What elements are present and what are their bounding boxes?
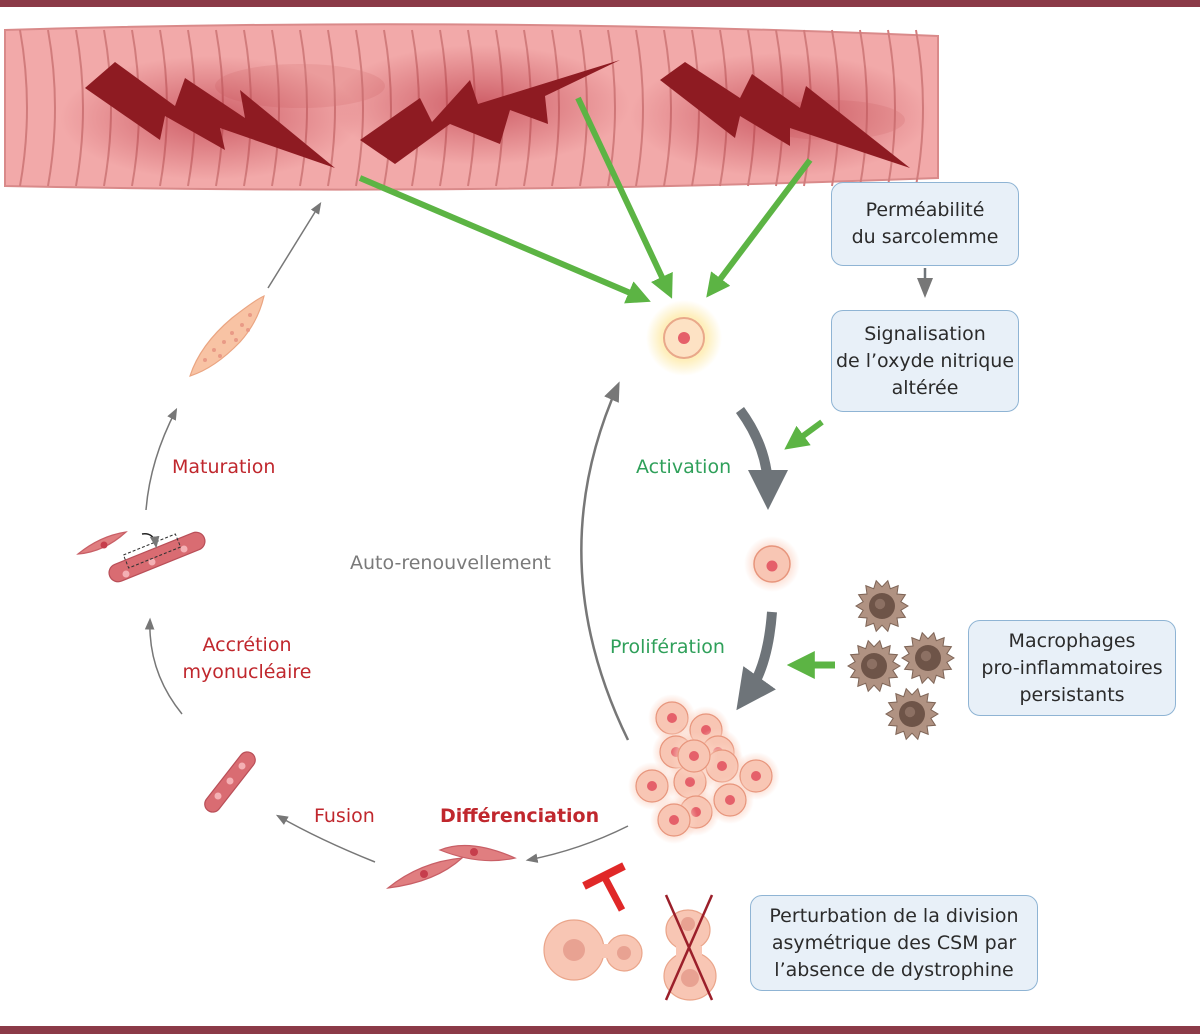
asymmetric-division-cell [543,919,643,981]
box-line: l’absence de dystrophine [774,958,1014,981]
green-arrow-damage-right [706,158,813,298]
quiescent-satellite-cell [646,300,722,376]
top-frame-rule [0,0,1200,7]
sarcolemma-damage-left [60,56,360,180]
macrophage [855,579,909,633]
regeneration-to-fiber-arrow [267,201,322,289]
myonuclear-accretion-myofiber [76,531,206,583]
box-line: Signalisation [864,322,986,345]
fiber-speckle [240,323,244,327]
macrophage [901,631,955,685]
fiber-speckle [212,348,216,352]
proliferating-cell [628,762,676,810]
maturation-arrow [145,407,178,511]
fiber-speckle [246,328,250,332]
fiber-striation [19,29,28,187]
proliferating-cell [706,776,754,824]
box-sarcolemma-permeability: Perméabilité du sarcolemme [831,182,1019,266]
proliferation-arrow [736,611,777,711]
inhibition-symbol [582,862,626,912]
green-arrow-damage-left [358,175,651,304]
green-arrow-nitric-oxide [784,419,824,450]
fiber-speckle [203,358,207,362]
activation-arrow [735,407,788,510]
box-line: Macrophages [1008,629,1136,652]
cross-out-icon [664,894,714,1001]
fiber-speckle [222,340,226,344]
label-differentiation: Différenciation [440,805,600,827]
box-line: du sarcolemme [851,226,999,248]
fiber-speckle [234,338,238,342]
sarcolemma-damage-right [630,53,930,177]
accretion-arrow [144,617,183,715]
box-line: asymétrique des CSM par [771,931,1017,954]
box-line: Perturbation de la division [769,904,1019,927]
bottom-frame-rule [0,1026,1200,1034]
label-line: myonucléaire [182,661,312,683]
sarcolemma-damage-middle [330,45,630,165]
fiber-speckle [218,354,222,358]
box-nitric-oxide-signaling: Signalisation de l’oxyde nitrique altéré… [831,310,1019,412]
pro-inflammatory-macrophages [847,579,955,741]
activated-satellite-cell [744,536,800,592]
label-fusion: Fusion [314,805,375,827]
proliferating-cell [650,796,698,844]
label-myonuclear-accretion: Accrétion myonucléaire [176,632,318,686]
mature-myofiber [189,294,265,377]
myotube [204,751,256,813]
label-activation: Activation [636,456,732,478]
fiber-speckle [248,313,252,317]
box-line: altérée [891,376,959,399]
self-renewal-arrow [580,381,630,741]
label-maturation: Maturation [172,456,276,478]
box-macrophages: Macrophages pro-inflammatoires persistan… [968,620,1176,716]
differentiated-myocytes [385,844,517,889]
green-arrow-damage-middle [575,96,673,299]
fiber-speckle [230,331,234,335]
macrophage [885,687,939,741]
proliferating-cell-cluster [628,694,780,844]
box-line: Perméabilité [865,199,985,221]
macrophage [847,639,901,693]
label-line: Accrétion [202,634,292,656]
proliferating-cell [670,732,718,780]
box-line: de l’oxyde nitrique [835,349,1015,372]
box-line: persistants [1019,683,1125,706]
label-proliferation: Prolifération [610,636,725,658]
label-self-renewal: Auto-renouvellement [350,552,551,574]
box-line: pro-inflammatoires [981,656,1163,679]
box-asymmetric-division: Perturbation de la division asymétrique … [750,895,1038,991]
differentiation-arrow [525,825,629,863]
fusion-arrow [275,814,376,863]
fiber-striation [47,29,56,187]
